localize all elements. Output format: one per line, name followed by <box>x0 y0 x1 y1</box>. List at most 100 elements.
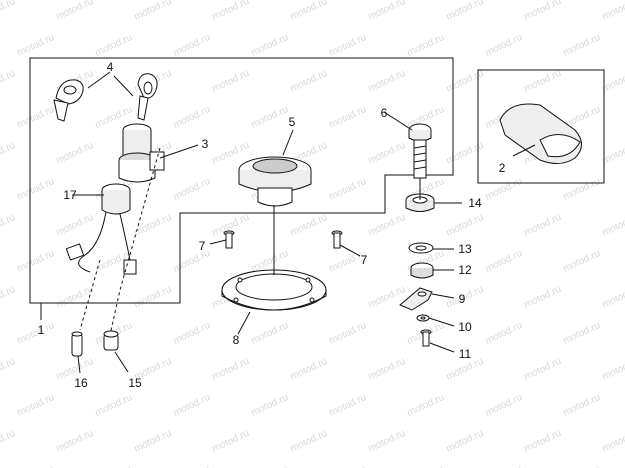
watermark-text: motod.ru <box>523 284 563 311</box>
callout-17: 17 <box>63 188 77 202</box>
watermark-text: motod.ru <box>367 356 407 383</box>
watermark-text: motod.ru <box>133 0 173 23</box>
watermark-text: motod.ru <box>133 284 173 311</box>
watermark-text: motod.ru <box>523 68 563 95</box>
watermark-text: motod.ru <box>562 32 602 59</box>
screw-7-right-part <box>331 230 343 249</box>
clip-9-part <box>399 287 433 311</box>
watermark-text: motod.ru <box>445 140 485 167</box>
watermark-text: motod.ru <box>250 464 290 468</box>
watermark-text: motod.ru <box>367 0 407 23</box>
watermark-text: motod.ru <box>484 32 524 59</box>
part-2-frame <box>477 69 605 184</box>
callout-7-right: 7 <box>361 253 368 267</box>
watermark-text: motod.ru <box>367 140 407 167</box>
watermark-text: motod.ru <box>367 212 407 239</box>
watermark-text: motod.ru <box>16 320 56 347</box>
watermark-text: motod.ru <box>0 428 17 455</box>
callout-10: 10 <box>458 320 472 334</box>
watermark-text: motod.ru <box>289 212 329 239</box>
watermark-text: motod.ru <box>16 464 56 468</box>
watermark-text: motod.ru <box>328 32 368 59</box>
leader-lines <box>40 71 536 374</box>
pad-2-part <box>499 103 582 164</box>
callout-8: 8 <box>233 333 240 347</box>
callout-6: 6 <box>381 106 388 120</box>
watermark-text: motod.ru <box>250 104 290 131</box>
watermark-text: motod.ru <box>445 428 485 455</box>
washer-13-part <box>408 242 434 254</box>
watermark-text: motod.ru <box>55 140 95 167</box>
watermark-text: motod.ru <box>94 392 134 419</box>
watermark-text: motod.ru <box>328 176 368 203</box>
watermark-text: motod.ru <box>0 284 17 311</box>
bolt-6-part <box>408 123 432 179</box>
watermark-text: motod.ru <box>367 428 407 455</box>
ring-8-part <box>221 269 327 311</box>
watermark-text: motod.ru <box>172 32 212 59</box>
watermark-text: motod.ru <box>0 68 17 95</box>
watermark-text: motod.ru <box>328 104 368 131</box>
watermark-text: motod.ru <box>484 392 524 419</box>
watermark-text: motod.ru <box>172 176 212 203</box>
watermark-text: motod.ru <box>523 428 563 455</box>
fuel-cap-part <box>238 156 312 207</box>
connector-15-part <box>103 330 119 351</box>
callout-9: 9 <box>459 292 466 306</box>
key-part <box>53 73 158 122</box>
watermark-text: motod.ru <box>16 392 56 419</box>
watermark-text: motod.ru <box>445 212 485 239</box>
callout-5: 5 <box>289 115 296 129</box>
watermark-text: motod.ru <box>211 0 251 23</box>
watermark-text: motod.ru <box>211 68 251 95</box>
watermark-text: motod.ru <box>172 464 212 468</box>
callout-16: 16 <box>74 376 88 390</box>
watermark-text: motod.ru <box>523 0 563 23</box>
callout-2: 2 <box>499 161 506 175</box>
watermark-text: motod.ru <box>562 464 602 468</box>
watermark-text: motod.ru <box>601 0 625 23</box>
watermark-text: motod.ru <box>562 392 602 419</box>
watermark-text: motod.ru <box>406 464 446 468</box>
watermark-text: motod.ru <box>562 248 602 275</box>
watermark-text: motod.ru <box>250 392 290 419</box>
watermark-text: motod.ru <box>55 212 95 239</box>
watermark-text: motod.ru <box>55 0 95 23</box>
watermark-text: motod.ru <box>0 0 17 23</box>
watermark-text: motod.ru <box>484 248 524 275</box>
watermark-text: motod.ru <box>328 392 368 419</box>
callout-3: 3 <box>202 137 209 151</box>
connector-16-part <box>71 331 83 357</box>
callout-15: 15 <box>128 376 142 390</box>
watermark-text: motod.ru <box>289 356 329 383</box>
watermark-text: motod.ru <box>289 0 329 23</box>
callout-14: 14 <box>468 196 482 210</box>
watermark-text: motod.ru <box>16 32 56 59</box>
watermark-text: motod.ru <box>94 32 134 59</box>
watermark-text: motod.ru <box>601 212 625 239</box>
watermark-text: motod.ru <box>484 464 524 468</box>
watermark-text: motod.ru <box>250 32 290 59</box>
watermark-text: motod.ru <box>484 320 524 347</box>
watermark-text: motod.ru <box>562 176 602 203</box>
callout-12: 12 <box>458 263 472 277</box>
watermark-text: motod.ru <box>172 320 212 347</box>
watermark-text: motod.ru <box>211 428 251 455</box>
watermark-text: motod.ru <box>367 284 407 311</box>
callout-4: 4 <box>107 60 114 74</box>
watermark-text: motod.ru <box>55 428 95 455</box>
watermark-text: motod.ru <box>172 104 212 131</box>
watermark-text: motod.ru <box>0 356 17 383</box>
watermark-text: motod.ru <box>250 320 290 347</box>
watermark-text: motod.ru <box>601 284 625 311</box>
watermark-text: motod.ru <box>172 392 212 419</box>
watermark-text: motod.ru <box>406 392 446 419</box>
watermark-text: motod.ru <box>16 176 56 203</box>
watermark-text: motod.ru <box>211 356 251 383</box>
watermark-text: motod.ru <box>445 68 485 95</box>
watermark-text: motod.ru <box>16 104 56 131</box>
watermark-text: motod.ru <box>328 320 368 347</box>
watermark-text: motod.ru <box>445 0 485 23</box>
